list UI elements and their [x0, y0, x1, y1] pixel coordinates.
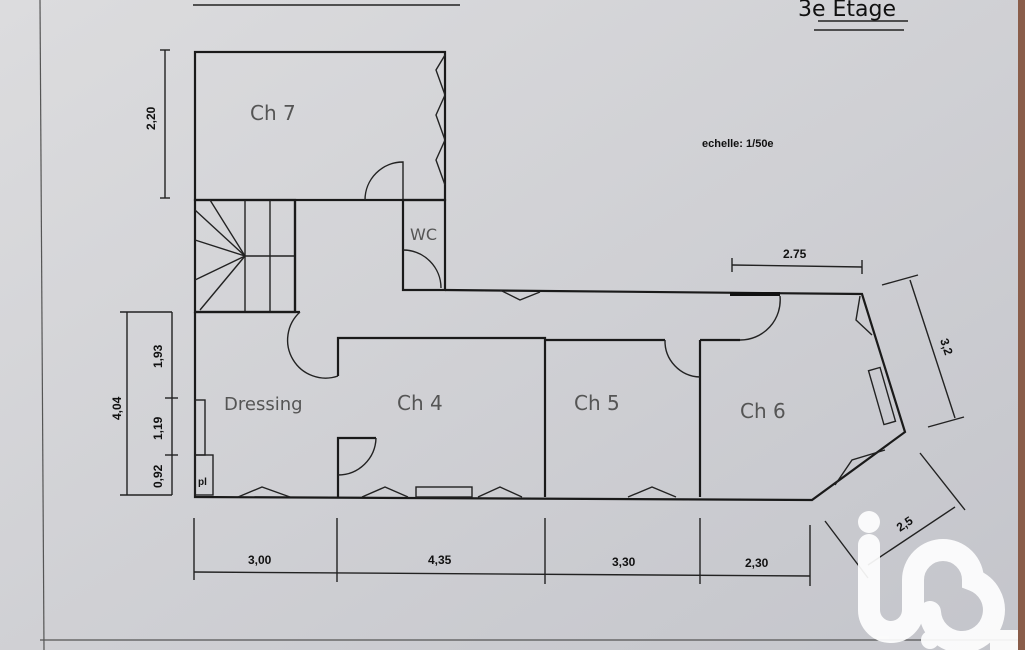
room-ch5: Ch 5 [545, 338, 702, 498]
dim-bottom-3: 3,30 [612, 555, 636, 569]
room-label-ch4: Ch 4 [397, 391, 443, 415]
room-ch7: Ch 7 [193, 50, 447, 202]
room-label-ch6: Ch 6 [740, 399, 786, 423]
room-label-dressing: Dressing [224, 394, 303, 415]
bottom-dimensions: 3,00 4,35 3,30 2,30 [193, 518, 811, 586]
floor-title: 3e Etage [798, 0, 896, 22]
dim-left-total: 4,04 [110, 396, 124, 420]
dim-bottom-4: 2,30 [745, 556, 769, 570]
dim-bottom-1: 3,00 [248, 553, 272, 567]
scale-label: echelle: 1/50e [702, 138, 774, 150]
room-label-wc: WC [410, 225, 437, 244]
margin-line [39, 0, 45, 650]
dim-left-mid: 1,19 [151, 416, 165, 440]
room-ch4: Ch 4 [336, 336, 547, 498]
room-label-ch5: Ch 5 [574, 391, 620, 415]
dim-bottom-2: 4,35 [428, 553, 452, 567]
watermark-logo [858, 511, 1018, 650]
dim-top-right: 2.75 [783, 247, 807, 261]
room-label-ch7: Ch 7 [250, 101, 296, 125]
dim-left-top: 1,93 [151, 344, 165, 368]
room-dressing: pl Dressing [194, 310, 339, 498]
dim-right-diag: 3,2 [937, 337, 956, 358]
dim-ch7-height: 2,20 [144, 106, 158, 130]
left-dimensions: 4,04 1,93 1,19 0,92 [110, 311, 178, 496]
room-label-pl: pl [198, 477, 207, 488]
room-wc: WC [401, 198, 447, 292]
table-edge [1018, 0, 1025, 650]
staircase [193, 198, 297, 314]
dim-left-bottom: 0,92 [151, 464, 165, 488]
room-ch6: Ch 6 [700, 295, 897, 486]
